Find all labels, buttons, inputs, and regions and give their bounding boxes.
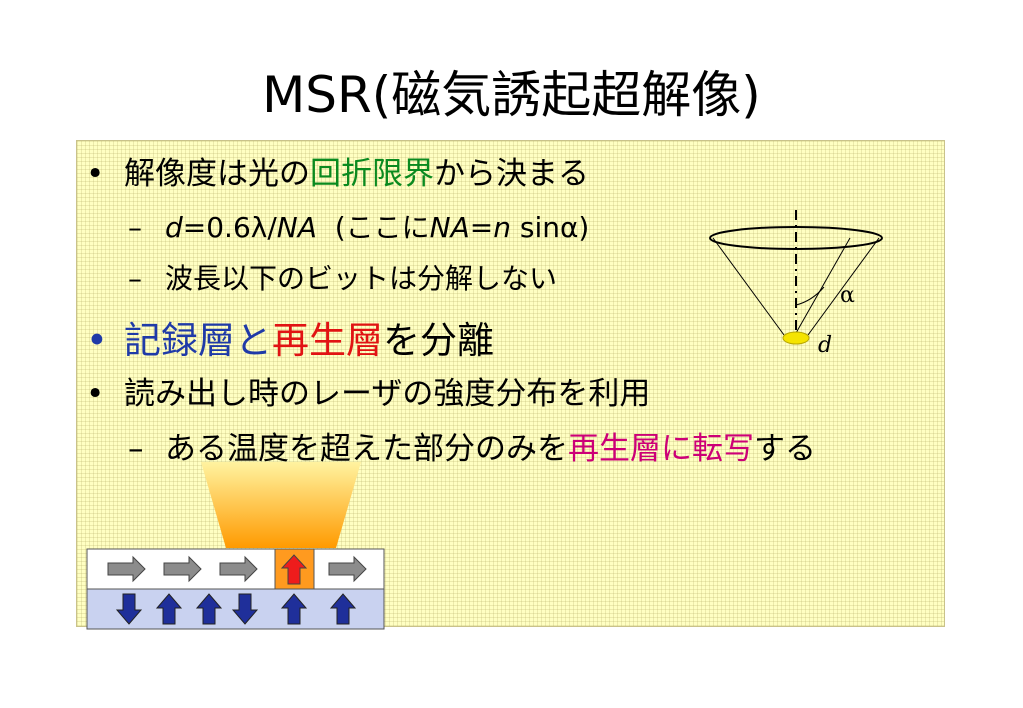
dash-marker: – — [128, 211, 142, 244]
up-arrow-icon — [329, 593, 357, 625]
formula-eq2: = — [469, 211, 494, 244]
right-arrow-icon — [163, 555, 202, 583]
focus-spot — [782, 331, 810, 345]
focus-cone-diagram — [709, 210, 883, 345]
down-arrow-icon — [115, 593, 143, 625]
sub-bullet-formula: –d=0.6λ/NA (ここにNA=n sinα) — [128, 206, 589, 246]
bullet-layer-separation: • 記録層と再生層を分離 — [86, 310, 494, 364]
msr-layer-diagram — [86, 462, 385, 630]
bullet-marker: • — [86, 156, 105, 192]
dash-marker: – — [128, 262, 142, 295]
formula-d: d — [165, 211, 183, 244]
transfer-highlight: 再生層に転写 — [568, 431, 754, 467]
right-arrow-icon — [219, 555, 258, 583]
diffraction-limit-highlight: 回折限界 — [310, 156, 434, 192]
formula-na-def: NA — [429, 211, 470, 244]
laser-beam — [201, 462, 361, 548]
up-arrow-icon — [280, 593, 308, 625]
sub-bullet-text-pre: ある温度を超えた部分のみを — [165, 431, 568, 467]
lens-aperture — [709, 226, 883, 250]
up-arrow-icon — [280, 554, 308, 585]
cone-ray — [795, 237, 851, 334]
bullet-text-post: から決まる — [434, 156, 589, 192]
sub-bullet-text-post: する — [754, 431, 816, 467]
up-arrow-icon — [155, 593, 183, 625]
formula-n: n — [493, 211, 511, 244]
cone-left-edge — [712, 237, 785, 336]
right-arrow-icon — [107, 555, 146, 583]
separate-text: を分離 — [383, 319, 494, 362]
angle-arc — [795, 286, 825, 306]
bullet-text: 読み出し時のレーザの強度分布を利用 — [124, 376, 651, 412]
sub-bullet-transfer: –ある温度を超えた部分のみを再生層に転写する — [128, 423, 816, 468]
sub-bullet-text: 波長以下のビットは分解しない — [165, 262, 558, 295]
angle-label: α — [840, 283, 855, 308]
dash-marker: – — [128, 431, 144, 467]
bullet-laser-distribution: • 読み出し時のレーザの強度分布を利用 — [86, 368, 650, 413]
formula-tail: sinα) — [510, 211, 590, 244]
recording-layer-text: 記録層と — [124, 319, 272, 362]
sub-bullet-subwavelength: –波長以下のビットは分解しない — [128, 257, 557, 297]
cone-right-edge — [807, 237, 880, 336]
down-arrow-icon — [231, 593, 259, 625]
recording-layer — [86, 588, 385, 630]
diameter-label: d — [818, 333, 833, 358]
bullet-marker: • — [86, 319, 108, 362]
formula-na: NA — [276, 211, 317, 244]
right-arrow-icon — [328, 555, 367, 583]
bullet-text-pre: 解像度は光の — [124, 156, 310, 192]
slide-title: MSR(磁気誘起超解像) — [262, 66, 761, 124]
bullet-marker: • — [86, 376, 105, 412]
bullet-diffraction-limit: • 解像度は光の回折限界から決まる — [86, 148, 589, 193]
content-box — [76, 140, 945, 627]
formula-mid: (ここに — [316, 211, 430, 244]
reproduction-layer-text: 再生層 — [272, 319, 383, 362]
formula-eq1: =0.6λ/ — [182, 211, 277, 244]
up-arrow-icon — [195, 593, 223, 625]
